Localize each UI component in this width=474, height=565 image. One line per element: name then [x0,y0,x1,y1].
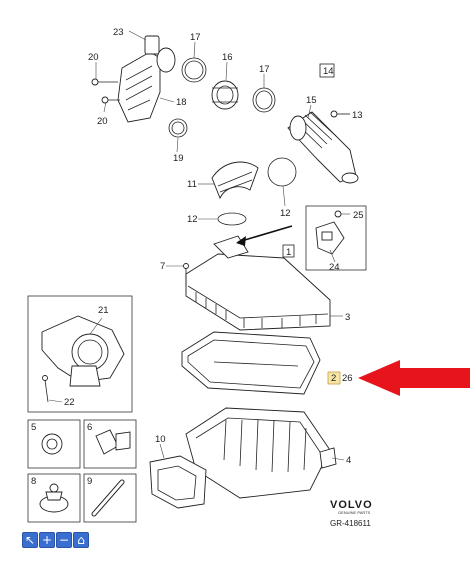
highlight-arrow [358,360,470,396]
air-duct-part-15[interactable] [287,111,359,184]
mass-airflow-sensor-part-24[interactable] [315,221,345,255]
housing-cover-part-3[interactable] [185,235,331,331]
callout-6: 6 [87,422,92,433]
callout-16: 16 [222,52,233,63]
callout-12b: 12 [280,208,291,219]
clamp-part-17b[interactable] [252,87,276,113]
hose-part-9[interactable] [91,479,125,517]
intake-manifold-part[interactable] [117,35,176,123]
zoom-out-icon[interactable]: − [56,532,72,548]
throttle-body-part-21[interactable] [41,315,125,387]
callout-22: 22 [64,397,75,408]
pointer-arrow-1 [236,225,295,258]
intake-part-10[interactable] [149,455,207,509]
grommet-part-5[interactable] [41,433,63,455]
callout-19: 19 [173,153,184,164]
callout-3: 3 [345,312,350,323]
genuine-parts-text: GENUINE PARTS [338,510,371,515]
gasket-part-6[interactable] [95,429,131,455]
housing-base-part-4[interactable] [185,407,337,499]
callout-15: 15 [306,95,317,106]
screw-part-25[interactable] [334,210,342,218]
volvo-logo-text: VOLVO [330,499,373,511]
callout-21: 21 [98,305,109,316]
callout-5: 5 [31,422,36,433]
clamp-part-12b[interactable] [267,157,297,187]
home-icon[interactable]: ⌂ [73,532,89,548]
callout-1: 1 [286,247,291,258]
callout-2: 2 [331,373,336,384]
callout-8: 8 [31,476,36,487]
clamp-part-12a[interactable] [217,212,247,226]
bolt-part-22[interactable] [42,375,49,403]
hose-part-16[interactable] [211,80,239,110]
leader-lines [48,30,350,461]
callout-13: 13 [352,110,363,121]
hose-part-11[interactable] [211,161,259,200]
callout-10: 10 [155,434,166,445]
callout-4: 4 [346,455,351,466]
box-label-14 [319,63,335,78]
callout-26: 26 [342,373,353,384]
callout-7: 7 [160,261,165,272]
bolts-part-20[interactable] [91,78,120,104]
highlight-box-2 [327,371,341,385]
seal-ring-part-19[interactable] [168,118,188,138]
callout-17b: 17 [259,64,270,75]
diagram-reference: GR-418611 [330,519,371,528]
air-filter-element-part-2[interactable] [181,331,321,395]
callout-25: 25 [353,210,364,221]
callout-23: 23 [113,27,124,38]
viewer-toolbar: ↖ + − ⌂ [22,532,89,548]
callout-20b: 20 [97,116,108,127]
callout-17a: 17 [190,32,201,43]
callout-24: 24 [329,262,340,273]
callout-9: 9 [87,476,92,487]
clamp-part-17a[interactable] [181,57,207,83]
pointer-icon[interactable]: ↖ [22,532,38,548]
valve-part-8[interactable] [39,483,69,513]
callout-18: 18 [176,97,187,108]
zoom-in-icon[interactable]: + [39,532,55,548]
screw-part-7[interactable] [183,263,189,287]
callout-12a: 12 [187,214,198,225]
callout-11: 11 [187,179,197,190]
callout-20a: 20 [88,52,99,63]
callout-14: 14 [323,66,334,77]
